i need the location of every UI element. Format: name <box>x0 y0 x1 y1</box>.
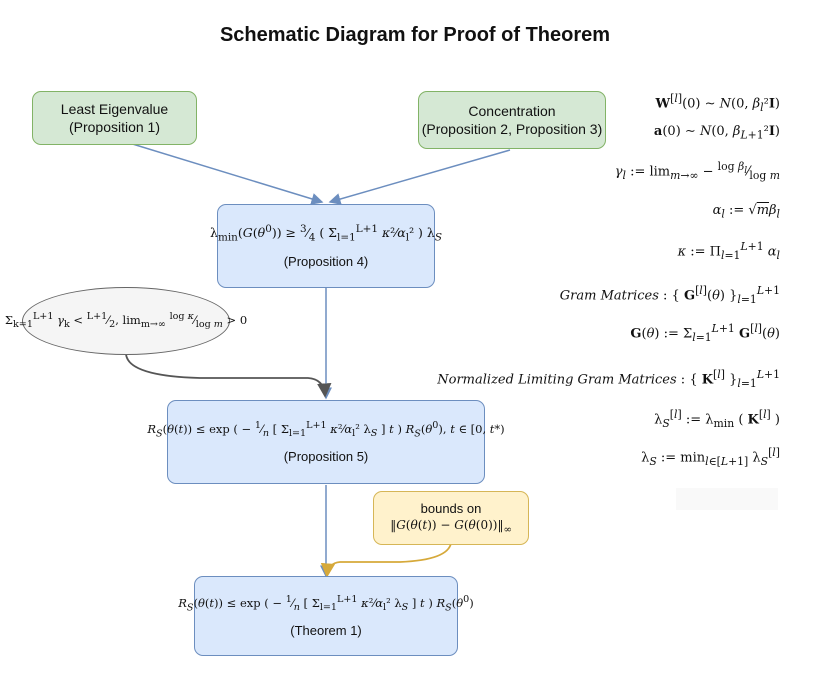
condition-formula: Σk=1L+1 γk < L+1⁄2, limm→∞ log κ⁄log m >… <box>4 311 248 331</box>
bounds-formula: ‖G(θ(t)) − G(θ(0))‖∞ <box>390 517 512 536</box>
arrow-concentration-to-prop4 <box>328 149 511 205</box>
blank-panel <box>676 488 778 510</box>
proposition-5-formula: RS(θ(t)) ≤ exp ( − 1⁄n [ Σl=1L+1 κ²⁄αl² … <box>147 419 505 440</box>
least-eigenvalue-label: Least Eigenvalue <box>60 101 169 117</box>
formula-a-init: a(0) ∼ N(0, βL+1²I) <box>653 124 780 142</box>
proposition-5-caption: (Proposition 5) <box>283 449 369 465</box>
concentration-label: Concentration <box>468 103 556 119</box>
arrow-condition-to-prop5 <box>125 353 332 398</box>
formula-g-theta: G(θ) := Σl=1L+1 G[l](θ) <box>630 322 780 344</box>
formula-lambda-s: λS := minl∈[L+1] λS[l] <box>641 446 780 468</box>
bounds-box: bounds on ‖G(θ(t)) − G(θ(0))‖∞ <box>373 491 529 545</box>
diagram-title: Schematic Diagram for Proof of Theorem <box>219 24 611 46</box>
theorem-1-caption: (Theorem 1) <box>290 623 362 639</box>
condition-ellipse: Σk=1L+1 γk < L+1⁄2, limm→∞ log κ⁄log m >… <box>5 287 247 355</box>
arrow-bounds-to-theorem1 <box>320 542 452 578</box>
bounds-label: bounds on <box>420 500 482 516</box>
formula-lambda-s-l: λS[l] := λmin ( K[l] ) <box>654 408 780 430</box>
theorem-1-box: RS(θ(t)) ≤ exp ( − 1⁄n [ Σl=1L+1 κ²⁄αl² … <box>178 576 474 656</box>
theorem-1-formula: RS(θ(t)) ≤ exp ( − 1⁄n [ Σl=1L+1 κ²⁄αl² … <box>178 593 474 614</box>
proposition-4-box: λmin(G(θ0)) ≥ 3⁄4 ( Σl=1L+1 κ²⁄αl² ) λS … <box>210 204 442 288</box>
formula-w-init: W[l](0) ∼ N(0, βl²I) <box>655 92 780 114</box>
formula-gram-matrices: Gram Matrices : { G[l](θ) }l=1L+1 <box>559 284 780 306</box>
formula-alpha: αl := √mβl <box>712 203 780 221</box>
least-eigenvalue-box: Least Eigenvalue (Proposition 1) <box>32 91 197 145</box>
proposition-1-label: (Proposition 1) <box>68 119 161 135</box>
proposition-2-3-label: (Proposition 2, Proposition 3) <box>421 121 603 137</box>
concentration-box: Concentration (Proposition 2, Propositio… <box>418 91 606 149</box>
proposition-4-formula: λmin(G(θ0)) ≥ 3⁄4 ( Σl=1L+1 κ²⁄αl² ) λS <box>210 223 442 244</box>
proposition-4-caption: (Proposition 4) <box>283 253 369 269</box>
arrow-eigenvalue-to-prop4 <box>112 137 324 205</box>
formula-kappa: κ := Πl=1L+1 αl <box>677 240 780 262</box>
formula-gamma: γl := limm→∞ − log βl⁄log m <box>614 160 780 182</box>
proposition-5-box: RS(θ(t)) ≤ exp ( − 1⁄n [ Σl=1L+1 κ²⁄αl² … <box>147 400 505 484</box>
formula-normalized-gram: Normalized Limiting Gram Matrices : { K[… <box>437 368 780 390</box>
